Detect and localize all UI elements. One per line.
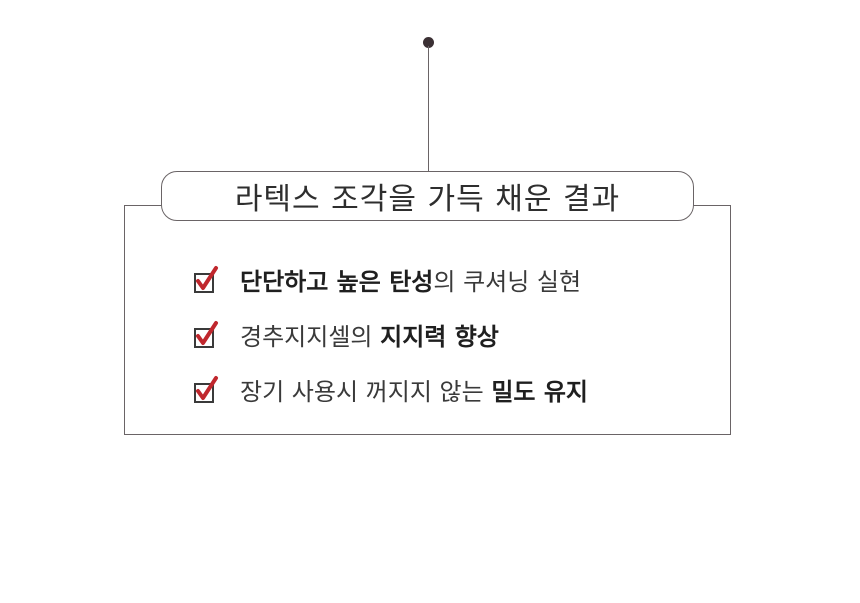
title-pill: 라텍스 조각을 가득 채운 결과	[161, 171, 694, 221]
list-item: 단단하고 높은 탄성의 쿠셔닝 실현	[194, 252, 714, 307]
list-item-text: 장기 사용시 꺼지지 않는 밀도 유지	[240, 372, 588, 407]
list-item-regular: 장기 사용시 꺼지지 않는	[240, 378, 492, 406]
list-item-regular: 경추지지셀의	[240, 323, 381, 351]
list-item: 장기 사용시 꺼지지 않는 밀도 유지	[194, 362, 714, 417]
list-item: 경추지지셀의 지지력 향상	[194, 307, 714, 362]
pin-dot-icon	[423, 37, 434, 48]
list-item-regular: 의 쿠셔닝 실현	[433, 268, 582, 296]
benefit-list: 단단하고 높은 탄성의 쿠셔닝 실현 경추지지셀의 지지력 향상 장기 사용시 …	[194, 252, 714, 417]
list-item-text: 단단하고 높은 탄성의 쿠셔닝 실현	[240, 262, 581, 297]
list-item-bold: 지지력 향상	[380, 323, 499, 351]
list-item-text: 경추지지셀의 지지력 향상	[240, 317, 499, 352]
list-item-bold: 단단하고 높은 탄성	[240, 268, 434, 296]
red-checkbox-icon	[194, 320, 220, 349]
red-checkbox-icon	[194, 265, 220, 294]
callout-title: 라텍스 조각을 가득 채운 결과	[234, 182, 621, 217]
connector-line	[428, 46, 429, 172]
red-checkbox-icon	[194, 375, 220, 404]
list-item-bold: 밀도 유지	[491, 378, 589, 406]
